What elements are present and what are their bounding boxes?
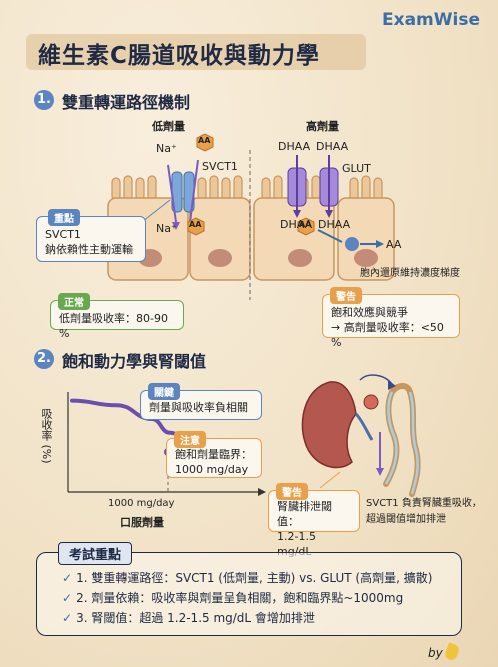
glut-label: GLUT bbox=[342, 162, 371, 175]
warning-tag: 警告 bbox=[330, 287, 362, 304]
exam-point-text: 1. 雙重轉運路徑：SVCT1 (低劑量, 主動) vs. GLUT (高劑量,… bbox=[76, 571, 433, 585]
chart-x-label: 口服劑量 bbox=[120, 516, 164, 529]
low-dose-label: 低劑量 bbox=[152, 120, 185, 133]
key-line-1: SVCT1 bbox=[45, 228, 81, 241]
chart-note-line-1: 飽和劑量臨界： bbox=[175, 448, 252, 461]
key-tag: 重點 bbox=[48, 209, 80, 226]
chart-x-tick: 1000 mg/day bbox=[108, 498, 175, 509]
check-icon: ✓ bbox=[62, 571, 73, 585]
sodium-ion-bottom: Na⁺ bbox=[156, 222, 177, 235]
exam-point-2: ✓2. 劑量依賴：吸收率與劑量呈負相關，飽和臨界點~1000mg bbox=[62, 588, 432, 608]
exam-points-list: ✓1. 雙重轉運路徑：SVCT1 (低劑量, 主動) vs. GLUT (高劑量… bbox=[62, 568, 432, 628]
dhaa-label-2: DHAA bbox=[316, 140, 349, 153]
chart-note-tag: 注意 bbox=[174, 431, 206, 448]
exam-points-box bbox=[36, 552, 462, 636]
warning-line-1: 飽和效應與競爭 bbox=[331, 306, 408, 319]
kidney-note: SVCT1 負責腎臟重吸收， 超過閾值增加排泄 bbox=[366, 496, 482, 528]
section2-title: 飽和動力學與腎閾值 bbox=[62, 352, 207, 371]
chart-y-label: 吸收率 (%) bbox=[40, 408, 53, 464]
section1-title: 雙重轉運路徑機制 bbox=[62, 93, 191, 112]
ascorbate-right: AA bbox=[386, 238, 402, 251]
key-line-2: 鈉依賴性主動運輸 bbox=[45, 243, 133, 256]
kidney-note-line-2: 超過閾值增加排泄 bbox=[366, 514, 446, 525]
svct1-label: SVCT1 bbox=[202, 160, 238, 173]
exam-point-text: 3. 腎閾值：超過 1.2-1.5 mg/dL 會增加排泄 bbox=[76, 611, 315, 625]
check-icon: ✓ bbox=[62, 591, 73, 605]
exam-point-text: 2. 劑量依賴：吸收率與劑量呈負相關，飽和臨界點~1000mg bbox=[76, 591, 404, 605]
svct1-transporter bbox=[171, 171, 195, 213]
x-axis-arrow bbox=[258, 488, 266, 496]
check-icon: ✓ bbox=[62, 611, 73, 625]
warning-line-2: → 高劑量吸收率：<50 % bbox=[331, 321, 444, 349]
dhaa-label-3: DHAA bbox=[280, 218, 313, 231]
exam-point-1: ✓1. 雙重轉運路徑：SVCT1 (低劑量, 主動) vs. GLUT (高劑量… bbox=[62, 568, 432, 588]
sodium-ion-top: Na⁺ bbox=[156, 142, 177, 155]
chart-note-line-2: 1000 mg/day bbox=[175, 463, 249, 476]
page-title: 維生素C腸道吸收與動力學 bbox=[38, 43, 320, 69]
section1-number-badge: 1. bbox=[34, 90, 54, 110]
exam-points-header: 考試重點 bbox=[58, 542, 133, 565]
kidney-note-line-1: SVCT1 負責腎臟重吸收， bbox=[366, 498, 482, 509]
section2-number-badge: 2. bbox=[34, 349, 54, 369]
title-highlight bbox=[26, 34, 366, 70]
kidney-warning-tag: 警告 bbox=[276, 483, 308, 500]
chart-key-tag: 關鍵 bbox=[148, 383, 180, 400]
high-dose-label: 高劑量 bbox=[306, 120, 339, 133]
normal-tag: 正常 bbox=[58, 293, 90, 310]
chart-key-text: 劑量與吸收率負相關 bbox=[149, 401, 248, 414]
ascorbate-intracellular: AA bbox=[299, 220, 312, 229]
ascorbate-bottom: AA bbox=[189, 220, 202, 229]
ascorbate-top: AA bbox=[198, 136, 211, 145]
dhaa-label-1: DHAA bbox=[278, 140, 311, 153]
brand-logo: ExamWise bbox=[382, 10, 480, 30]
reduction-note: 胞內還原維持濃度梯度 bbox=[360, 268, 460, 279]
warning-callout: 飽和效應與競爭 → 高劑量吸收率：<50 % bbox=[322, 294, 460, 349]
exam-point-3: ✓3. 腎閾值：超過 1.2-1.5 mg/dL 會增加排泄 bbox=[62, 608, 432, 628]
kidney-warning-line-1: 腎臟排泄閾值： bbox=[277, 500, 332, 528]
normal-text: 低劑量吸收率：80-90 % bbox=[59, 312, 168, 340]
signature-by: by bbox=[428, 646, 443, 660]
dhaa-label-4: DHAA bbox=[318, 218, 351, 231]
